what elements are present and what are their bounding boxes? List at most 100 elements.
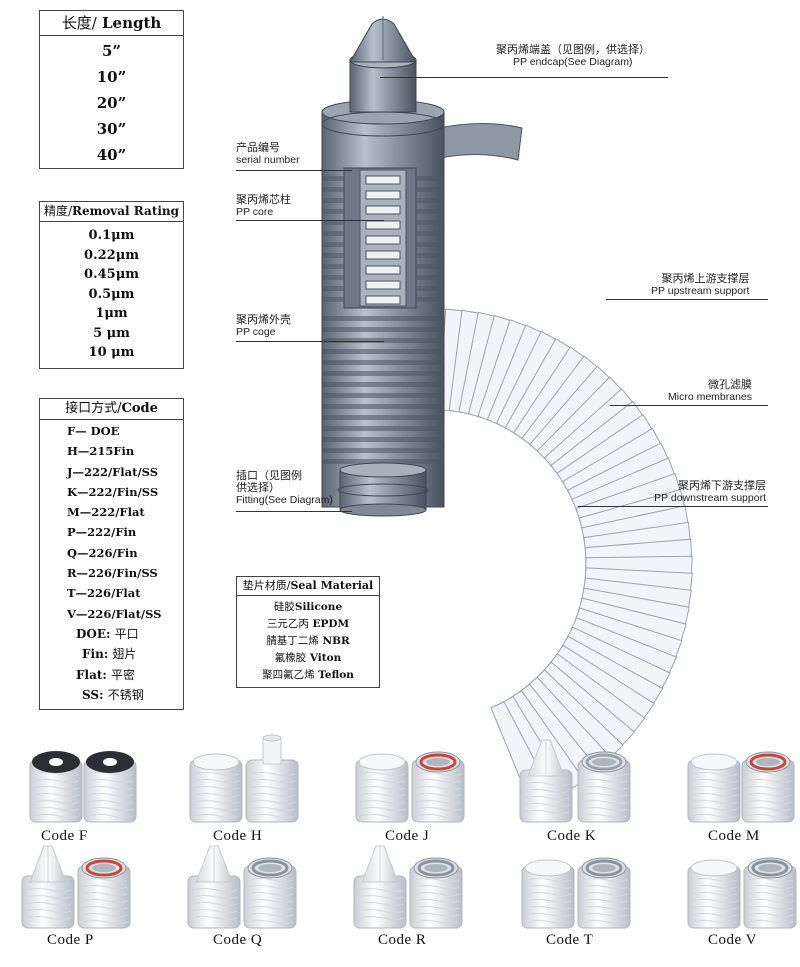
pleat-line bbox=[580, 885, 628, 889]
pleat-line bbox=[690, 779, 738, 783]
pleat-line bbox=[522, 796, 570, 800]
pleat-line bbox=[744, 807, 792, 811]
cage-rib bbox=[322, 264, 344, 269]
fitting-bore bbox=[592, 864, 616, 872]
callout-leader bbox=[610, 405, 768, 406]
pleat-line bbox=[414, 786, 462, 790]
pleat-line bbox=[24, 909, 72, 913]
rating-item: 1μm bbox=[95, 306, 128, 321]
seal-item: 腈基丁二烯 NBR bbox=[237, 633, 379, 650]
cage-rib bbox=[322, 327, 444, 332]
pleat-line bbox=[524, 920, 572, 924]
callout-leader bbox=[236, 341, 384, 342]
pleat-line bbox=[580, 807, 628, 811]
cage-rib bbox=[322, 426, 444, 431]
seal-cn: 腈基丁二烯 bbox=[266, 635, 319, 647]
cage-rib bbox=[322, 231, 344, 236]
seal-cn: 聚四氟乙烯 bbox=[262, 669, 315, 681]
pleat-line bbox=[580, 779, 628, 783]
pleat-line bbox=[690, 878, 738, 882]
callout-en: PP downstream support bbox=[654, 492, 766, 504]
pleat-line bbox=[746, 885, 794, 889]
code-item: T—226/Flat bbox=[67, 586, 141, 601]
pleat-line bbox=[356, 888, 404, 892]
removal-rating-box: 精度/Removal Rating 0.1μm 0.22μm 0.45μm 0.… bbox=[39, 201, 184, 369]
length-box-title: 长度/ Length bbox=[40, 11, 183, 36]
pleat-line bbox=[80, 899, 128, 903]
rating-item: 0.22μm bbox=[84, 247, 139, 263]
rating-item: 5 μm bbox=[93, 325, 130, 341]
cage-rib bbox=[416, 286, 444, 291]
pleat-line bbox=[190, 909, 238, 913]
pleat-line bbox=[190, 916, 238, 920]
pleat-line bbox=[246, 899, 294, 903]
pleat-line bbox=[744, 814, 792, 818]
pleat-line bbox=[690, 892, 738, 896]
core-slot bbox=[365, 280, 401, 290]
pleat-line bbox=[580, 878, 628, 882]
pleat-line bbox=[580, 786, 628, 790]
code-label-v: Code V bbox=[708, 932, 757, 948]
pleat-line bbox=[32, 786, 80, 790]
pleat-line bbox=[248, 807, 296, 811]
h-post-top bbox=[262, 734, 282, 742]
pleat-line bbox=[32, 807, 80, 811]
fitting-code-box: 接口方式/Code F— DOE H—215Fin J—222/Flat/SS … bbox=[39, 398, 184, 710]
pleat-line bbox=[32, 800, 80, 804]
pleat-line bbox=[246, 878, 294, 882]
fitting-bore bbox=[424, 864, 448, 872]
callout-core: 聚丙烯芯柱 PP core bbox=[236, 193, 291, 219]
pleat-line bbox=[746, 920, 794, 924]
cage-rib bbox=[322, 459, 444, 464]
length-item: 40” bbox=[96, 146, 127, 164]
cartridge-cylinder bbox=[519, 769, 573, 823]
rating-item: 0.45μm bbox=[84, 267, 139, 282]
seal-en: Silicone bbox=[294, 601, 343, 613]
pleat-line bbox=[524, 892, 572, 896]
pleat-line bbox=[412, 878, 460, 882]
core-slot bbox=[365, 250, 401, 260]
legend-key: Fin: bbox=[82, 647, 109, 662]
pleat-line bbox=[580, 920, 628, 924]
callout-serial: 产品编号 serial number bbox=[236, 141, 300, 167]
length-item: 5” bbox=[101, 42, 122, 60]
legend-key: Flat: bbox=[76, 667, 107, 682]
pleat-line bbox=[690, 800, 738, 804]
cartridge-body bbox=[321, 16, 445, 508]
o-ring bbox=[751, 859, 789, 877]
callout-cn: 微孔滤膜 bbox=[708, 378, 753, 391]
pleat-line bbox=[690, 772, 738, 776]
cage-rib bbox=[416, 253, 444, 258]
cage-rib bbox=[322, 404, 444, 409]
pleat-line bbox=[248, 793, 296, 797]
cage-rib bbox=[416, 275, 444, 280]
pleat-line bbox=[248, 814, 296, 818]
pleat-line bbox=[580, 913, 628, 917]
fitting-bore bbox=[92, 864, 116, 872]
callout-en: Fitting(See Diagram) bbox=[236, 494, 333, 506]
callout-cn: 聚丙烯芯柱 bbox=[236, 193, 291, 206]
fitting-bore bbox=[758, 864, 782, 872]
pleat-line bbox=[746, 906, 794, 910]
cage-rib bbox=[322, 253, 344, 258]
cage-rib bbox=[322, 297, 344, 302]
code-label-t: Code T bbox=[546, 932, 594, 948]
seal-item: 氟橡胶 Viton bbox=[237, 650, 379, 667]
callout-cn: 产品编号 bbox=[236, 141, 280, 154]
callout-fitting: 插口（见图例 供选择） Fitting(See Diagram) bbox=[236, 470, 333, 507]
pleat-line bbox=[524, 906, 572, 910]
seal-en: EPDM bbox=[312, 618, 350, 630]
rating-item: 0.5μm bbox=[88, 286, 135, 302]
code-box-title: 接口方式/Code bbox=[40, 399, 183, 420]
cage-rib bbox=[416, 220, 444, 225]
cage-rib bbox=[322, 393, 444, 398]
core-slot bbox=[365, 175, 401, 185]
pp-cage-ribs bbox=[322, 176, 444, 464]
pleat-line bbox=[248, 779, 296, 783]
callout-en: PP endcap(See Diagram) bbox=[513, 56, 633, 68]
callout-upstream: 聚丙烯上游支撑层 PP upstream support bbox=[651, 273, 749, 298]
code-title-en: Code bbox=[121, 401, 158, 416]
pleat-line bbox=[356, 902, 404, 906]
pleat-line bbox=[32, 772, 80, 776]
pleat-line bbox=[580, 892, 628, 896]
